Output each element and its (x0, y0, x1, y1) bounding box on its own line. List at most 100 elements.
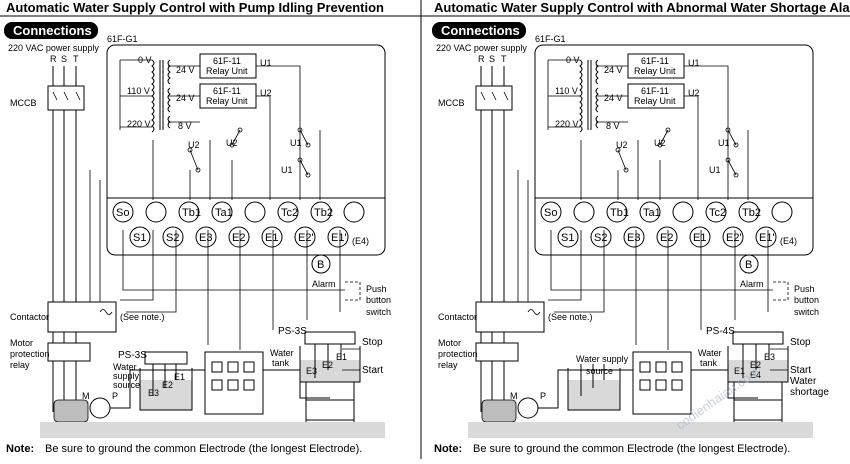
controller-box (534, 44, 814, 256)
relay-unit-2-model: 61F-11 (213, 86, 241, 96)
bottom-terminal-label: S2 (594, 232, 607, 244)
contactor-label: Contactor (438, 312, 477, 322)
bottom-terminal (294, 226, 316, 248)
connections-pill (432, 22, 526, 39)
top-terminal (639, 201, 661, 223)
source-label-1: Water supply (576, 354, 629, 364)
bottom-terminal-label: E2 (232, 232, 245, 244)
top-terminal (705, 201, 727, 223)
contact-u2b: U2 (226, 138, 238, 148)
motor-relay-3: relay (438, 360, 458, 370)
controller-box (106, 44, 386, 256)
tank-label-1: Water (698, 348, 722, 358)
motor-protection-box (47, 342, 91, 362)
contact-u2: U2 (616, 140, 628, 150)
relay-unit-1-model: 61F-11 (213, 56, 241, 66)
contact-u2: U2 (188, 140, 200, 150)
pump-body (89, 397, 111, 419)
push-button-2: button (366, 295, 391, 305)
motor-relay-1: Motor (438, 338, 461, 348)
coil-8v: 8 V (178, 121, 192, 131)
motor-label: M (510, 391, 518, 401)
bottom-terminal-label: E3 (627, 232, 640, 244)
motor-relay-2: protection (10, 349, 50, 359)
sensor-a-holder (144, 351, 188, 365)
controller-label: 61F-G1 (535, 34, 566, 44)
top-terminal-label: Tc2 (709, 207, 726, 219)
top-terminal (672, 201, 694, 223)
voltage-220v: 220 V (127, 119, 151, 129)
building (632, 351, 692, 415)
bottom-terminal (327, 226, 349, 248)
bottom-terminal (557, 226, 579, 248)
bottom-terminal-label: E2 (660, 232, 673, 244)
relay-unit-2-label: Relay Unit (206, 96, 248, 106)
transformer (151, 59, 171, 133)
sensor-a-label: PS-3S (118, 350, 147, 361)
panel-title: Automatic Water Supply Control with Pump… (6, 0, 384, 15)
connections-heading: Connections (13, 23, 92, 38)
bottom-terminal-label: E3 (199, 232, 212, 244)
bottom-terminal-label: E1' (331, 232, 347, 244)
e4-label: (E4) (780, 236, 797, 246)
bottom-terminal (722, 226, 744, 248)
bottom-terminal-label: S1 (133, 232, 146, 244)
top-terminal (573, 201, 595, 223)
push-button-2: button (794, 295, 819, 305)
top-terminal (310, 201, 332, 223)
action-stop: Stop (790, 337, 811, 348)
voltage-110v: 110 V (555, 86, 578, 96)
bottom-terminal (195, 226, 217, 248)
relay-tag-u2: U2 (688, 88, 700, 98)
top-terminal (540, 201, 562, 223)
bottom-terminal (129, 226, 151, 248)
push-button-3: switch (794, 307, 819, 317)
contactor-label: Contactor (10, 312, 49, 322)
connections-pill (4, 22, 98, 39)
ground (468, 422, 813, 438)
push-button-1: Push (794, 284, 815, 294)
top-terminal (178, 201, 200, 223)
tank-label-2: tank (272, 358, 290, 368)
bottom-terminal (162, 226, 184, 248)
source-label-1: Water (113, 362, 137, 372)
contact-u2b: U2 (654, 138, 666, 148)
alarm-label: Alarm (740, 279, 764, 289)
relay-unit-2 (199, 83, 257, 109)
relay-unit-2-model: 61F-11 (641, 86, 669, 96)
bottom-terminal-label: E1 (265, 232, 278, 244)
source-label-3: source (113, 380, 140, 390)
bottom-terminal-label: E1 (693, 232, 706, 244)
relay-unit-1-label: Relay Unit (634, 66, 676, 76)
building (204, 351, 264, 415)
pump-body (517, 397, 539, 419)
phase-t: T (501, 54, 507, 64)
pump-label: P (112, 391, 118, 401)
e4-label: (E4) (352, 236, 369, 246)
top-terminal (606, 201, 628, 223)
tank-e1: E3 (764, 352, 775, 362)
pump-label: P (540, 391, 546, 401)
top-terminal (738, 201, 760, 223)
tank-e2: E2 (750, 360, 761, 370)
push-button-1: Push (366, 284, 387, 294)
sensor-b-label: PS-4S (706, 326, 735, 337)
bottom-terminal (656, 226, 678, 248)
source-label-2: supply (113, 371, 140, 381)
note-text: Be sure to ground the common Electrode (… (473, 443, 790, 455)
action-water: Water (790, 376, 817, 387)
tank-e3: E1 (734, 366, 745, 376)
bottom-terminal (755, 226, 777, 248)
bottom-terminal (623, 226, 645, 248)
top-terminal (244, 201, 266, 223)
bottom-terminal-label: E2' (298, 232, 314, 244)
see-note: (See note.) (548, 312, 593, 322)
coil-24v-b: 24 V (176, 93, 195, 103)
bottom-terminal (261, 226, 283, 248)
src-e1: E1 (174, 372, 185, 382)
contactor-box (47, 301, 117, 333)
tank-e1: E1 (336, 352, 347, 362)
motor-body (481, 399, 517, 423)
